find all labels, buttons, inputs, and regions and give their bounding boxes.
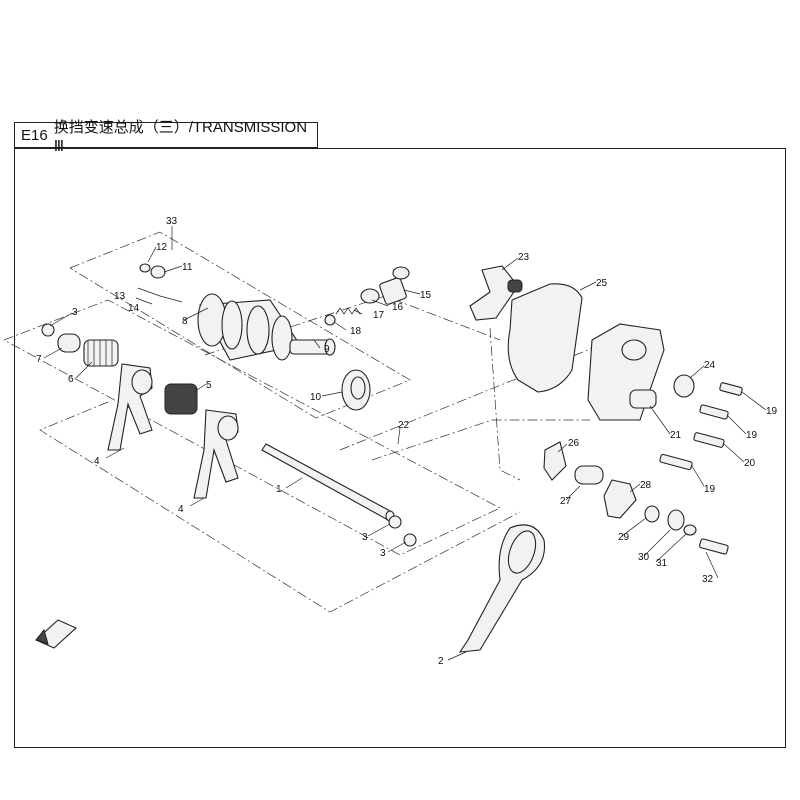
label-12: 12	[156, 242, 168, 253]
label-14: 14	[128, 303, 140, 314]
cover-21	[587, 323, 665, 421]
label-19-a: 19	[766, 406, 778, 417]
stopper-26	[543, 441, 567, 481]
washer-31	[683, 524, 697, 536]
diagram-frame	[14, 148, 786, 748]
label-26: 26	[568, 438, 580, 449]
label-28: 28	[640, 480, 652, 491]
label-25: 25	[596, 278, 608, 289]
washer-16	[360, 288, 380, 304]
ball-18	[324, 314, 336, 326]
pins-11-14	[135, 263, 166, 305]
label-19-c: 19	[704, 484, 716, 495]
gear-28	[603, 479, 637, 519]
parts	[35, 263, 743, 653]
diagram-code: E16	[21, 126, 48, 144]
group-outline-33	[69, 231, 411, 419]
label-3-low: 3	[380, 548, 386, 559]
label-31: 31	[656, 558, 668, 569]
callout-labels: 33 12 11 13 14 8 3 7 6 5 9 10 18 17 16 1…	[36, 216, 778, 667]
bearing-10	[341, 369, 371, 411]
label-20: 20	[744, 458, 756, 469]
oil-seal-24	[673, 374, 695, 398]
label-9: 9	[324, 344, 330, 355]
shift-segment-23	[469, 265, 523, 321]
label-33: 33	[166, 216, 178, 227]
spring-17	[335, 307, 361, 315]
label-16: 16	[392, 302, 404, 313]
group-outline-lower	[39, 401, 521, 613]
circlip-3b	[403, 533, 417, 547]
bolt-15	[379, 266, 410, 305]
label-5: 5	[206, 380, 212, 391]
label-10: 10	[310, 392, 322, 403]
label-18: 18	[350, 326, 362, 337]
label-1: 1	[276, 484, 282, 495]
label-17: 17	[373, 310, 385, 321]
label-30: 30	[638, 552, 650, 563]
label-3-mid: 3	[362, 532, 368, 543]
diagram-title: 换挡变速总成（三）/TRANSMISSION Ⅲ	[53, 118, 308, 155]
label-24: 24	[704, 360, 716, 371]
spring-6	[83, 339, 119, 367]
shift-lever-2	[458, 524, 546, 653]
washer-29	[644, 505, 660, 523]
group-outline-link	[339, 344, 601, 451]
shift-fork-4-right	[193, 409, 239, 499]
group-outline-cover	[489, 327, 521, 481]
group-outline-22	[3, 299, 501, 556]
label-23: 23	[518, 252, 530, 263]
label-8: 8	[182, 316, 188, 327]
shift-fork-4-left	[107, 363, 153, 451]
roller-27	[574, 465, 604, 485]
label-4-left: 4	[94, 456, 100, 467]
group-outline-shaft	[371, 419, 590, 461]
gasket-25	[507, 283, 583, 393]
circlip-3a	[388, 515, 402, 529]
label-4-right: 4	[178, 504, 184, 515]
spring-30	[667, 509, 685, 531]
spring-5	[164, 383, 198, 415]
label-13: 13	[114, 291, 126, 302]
label-15: 15	[420, 290, 432, 301]
label-3-top: 3	[72, 307, 78, 318]
bush-7	[41, 323, 81, 353]
label-7: 7	[36, 354, 42, 365]
label-2: 2	[438, 656, 444, 667]
label-19-b: 19	[746, 430, 758, 441]
label-11: 11	[182, 262, 193, 273]
label-27: 27	[560, 496, 572, 507]
front-arrow-icon	[35, 619, 77, 649]
diagram-title-box: E16 换挡变速总成（三）/TRANSMISSION Ⅲ	[14, 119, 318, 155]
shift-drum	[197, 293, 336, 361]
bolts-19-20	[659, 382, 743, 555]
label-29: 29	[618, 532, 630, 543]
label-6: 6	[68, 374, 74, 385]
label-32: 32	[702, 574, 714, 585]
fork-shaft-1	[261, 443, 395, 522]
label-22: 22	[398, 420, 410, 431]
label-21: 21	[670, 430, 682, 441]
leader-lines	[43, 226, 767, 661]
